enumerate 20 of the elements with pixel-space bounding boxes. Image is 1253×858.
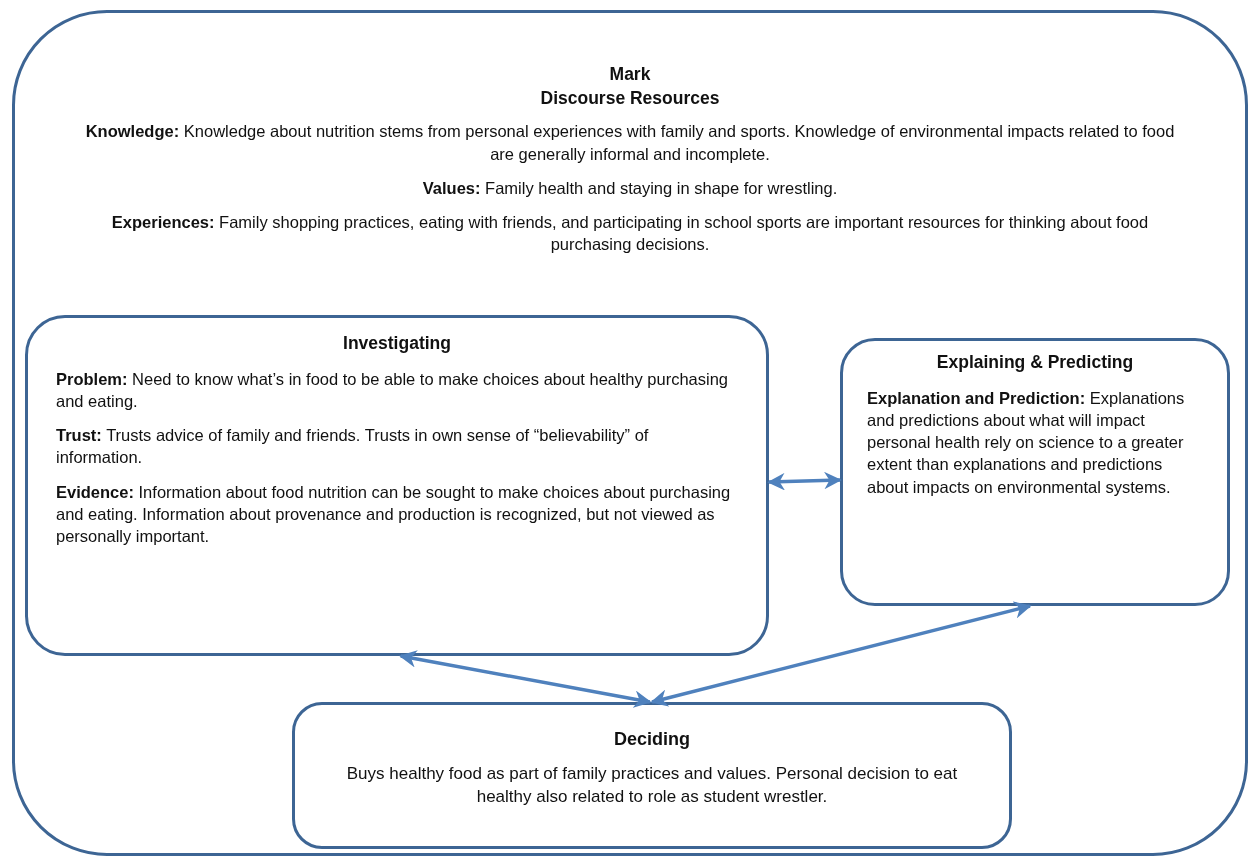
- description-text: Explanation and Prediction: Explanations and predictions about what will impact personal health rely on science to a greater extent than explanations and predictions about impacts on environmental systems.: [867, 387, 1186, 498]
- heading: Deciding: [613, 728, 691, 751]
- description-text: Experiences: Family shopping practices, eating with friends, and participating in school sports are important resources for thinking about food purchasing decisions.: [110, 212, 1150, 256]
- description-text: Problem: Need to know what’s in food to be able to make choices about healthy purchasing and eating.: [56, 368, 729, 412]
- double-arrow: [767, 471, 842, 491]
- double-arrow: [650, 601, 1032, 707]
- description-text: Evidence: Information about food nutrition can be sought to make choices about purchasing and eating. Information about provenance and production is recognized, but not viewed as personally important.: [56, 481, 732, 548]
- description-text: Trust: Trusts advice of family and friends. Trusts in own sense of “believability” of information.: [56, 425, 650, 469]
- rounded-box: [840, 338, 1230, 606]
- rounded-box: [25, 315, 769, 656]
- description-text: Knowledge: Knowledge about nutrition stems from personal experiences with family and sports. Knowledge of environmental impacts related to food are generally informal and incomplete.: [84, 121, 1176, 165]
- heading: Explaining & Predicting: [935, 351, 1135, 374]
- heading: Mark: [608, 63, 652, 86]
- heading: Discourse Resources: [539, 86, 721, 110]
- heading: Investigating: [342, 332, 452, 355]
- double-arrow: [399, 650, 652, 708]
- rounded-box: [292, 702, 1012, 849]
- description-text: Buys healthy food as part of family practices and values. Personal decision to eat healthy also related to role as student wrestler.: [345, 763, 959, 809]
- outer-panel: [12, 10, 1248, 856]
- description-text: Values: Family health and staying in shape for wrestling.: [421, 177, 839, 199]
